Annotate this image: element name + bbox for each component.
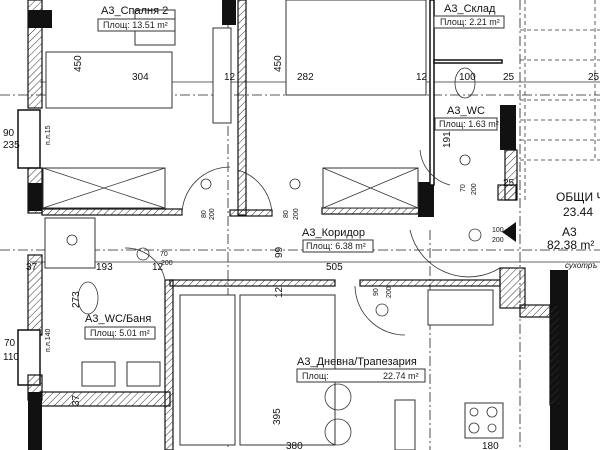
- dimension: 450: [273, 55, 284, 72]
- dimension: 90: [373, 288, 380, 296]
- dimension: 200: [471, 183, 478, 195]
- room-name-bathroom: A3_WC/Баня: [85, 313, 151, 325]
- dimension: 70: [160, 251, 168, 258]
- dimension: 273: [71, 291, 82, 308]
- fridge: [427, 289, 494, 326]
- sink-2: [126, 361, 161, 387]
- door-swing: [181, 166, 231, 216]
- door-tag-icon: [200, 178, 212, 190]
- room-name-corridor: A3_Коридор: [302, 227, 365, 239]
- dimension: п.л.140: [45, 328, 52, 352]
- room-area-value-living: 22.74 m²: [383, 371, 419, 381]
- dimension: 200: [161, 260, 173, 267]
- sofa: [179, 294, 236, 446]
- room-area-bathroom: Площ: 5.01 m²: [90, 328, 150, 338]
- dimension: 191: [442, 131, 453, 148]
- dimension: 395: [272, 408, 283, 425]
- dry-riser-label: сухотръ: [565, 261, 597, 270]
- room-labels: A3_Спалня 2 Площ: 13.51 m² A3_Склад Площ…: [84, 3, 505, 383]
- dimension: 12: [152, 262, 164, 273]
- room-name-living: A3_Дневна/Трапезария: [297, 356, 417, 368]
- dimension: 25: [503, 178, 515, 189]
- dimension: 90: [3, 128, 15, 139]
- bed-left: [45, 51, 173, 109]
- dimension: 25: [503, 72, 515, 83]
- dimension: 505: [326, 262, 343, 273]
- dimension: 25: [554, 356, 566, 367]
- dimension: 200: [209, 208, 216, 220]
- door-tag-icon: [459, 154, 471, 166]
- door-tag-icon: [136, 247, 150, 261]
- chair-1: [324, 383, 352, 411]
- door-tag-icon: [468, 228, 482, 242]
- dimension: 12: [224, 72, 236, 83]
- dimension: 25: [588, 72, 600, 83]
- toilet-wc: [454, 67, 476, 99]
- dimension: 200: [293, 208, 300, 220]
- room-area-wc: Площ: 1.63 m²: [439, 119, 499, 129]
- door-tag-icon: [289, 178, 301, 190]
- dimension: 193: [96, 262, 113, 273]
- room-area-storage: Площ: 2.21 m²: [440, 17, 500, 27]
- bed-right: [285, 0, 427, 96]
- dimension: 99: [274, 246, 285, 258]
- common-areas-value: 23.44: [563, 205, 593, 219]
- unit-area: 82.38 m²: [547, 238, 594, 252]
- dimension: 25: [553, 440, 565, 450]
- dimension: 380: [286, 441, 303, 450]
- dimension: 70: [460, 184, 467, 192]
- staircase: [520, 0, 600, 200]
- dimension: 235: [3, 140, 20, 151]
- door-tag-icon: [375, 303, 389, 317]
- dimension: 200: [386, 286, 393, 298]
- dimension: 100: [492, 227, 504, 234]
- dimension: п.л.15: [45, 125, 52, 145]
- room-area-corridor: Площ: 6.38 m²: [306, 241, 366, 251]
- common-areas-label: ОБЩИ ЧА: [556, 190, 600, 204]
- dimension: 37: [71, 394, 82, 406]
- dimension: 70: [4, 338, 16, 349]
- dimension: 282: [297, 72, 314, 83]
- unit-name: A3: [562, 225, 577, 239]
- dimension: 100: [459, 72, 476, 83]
- unit-summary: ОБЩИ ЧА 23.44 A3 82.38 m² сухотръ: [547, 190, 600, 270]
- table: [394, 399, 416, 450]
- sink-1: [81, 361, 116, 387]
- walls: [17, 0, 568, 450]
- room-name-wc: A3_WC: [447, 105, 485, 117]
- furniture: [42, 0, 600, 450]
- room-name-storage: A3_Склад: [444, 3, 496, 15]
- section-arrow-icon: [502, 222, 516, 242]
- dimension: 12: [274, 286, 285, 298]
- chair-2: [324, 418, 352, 446]
- dimension: 200: [492, 237, 504, 244]
- dimension: 450: [73, 55, 84, 72]
- room-area-bedroom2: Площ: 13.51 m²: [103, 20, 168, 30]
- door-markers: [136, 154, 482, 317]
- dimension: 304: [132, 72, 149, 83]
- cooktop: [464, 402, 504, 439]
- wardrobe: [212, 27, 232, 124]
- dimension-labels: 304 282 12 12 100 25 25 450 450 191 70 2…: [3, 55, 600, 450]
- toilet-bath: [77, 281, 99, 315]
- door-swing: [237, 169, 273, 216]
- dimension: 12: [416, 72, 428, 83]
- room-area-label-living: Площ:: [302, 371, 329, 381]
- dimension: 80: [201, 210, 208, 218]
- shower: [44, 217, 96, 269]
- dimension: 80: [283, 210, 290, 218]
- dimension: 180: [482, 441, 499, 450]
- room-name-bedroom2: A3_Спалня 2: [101, 5, 168, 17]
- dimension: 37: [26, 262, 38, 273]
- dimension: 110: [3, 352, 19, 363]
